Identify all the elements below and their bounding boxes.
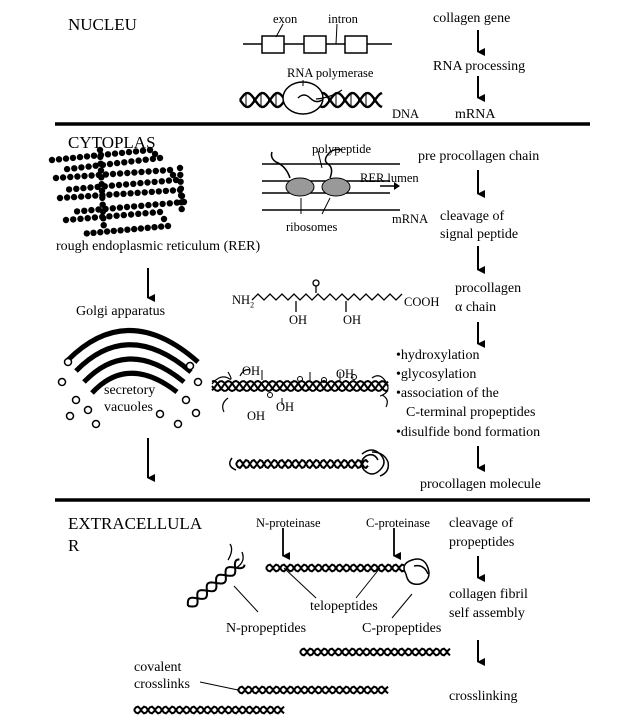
- step-cleavage-propeptides-2: propeptides: [449, 535, 515, 550]
- processed-collagen-molecules: [186, 543, 430, 619]
- bullet-c-terminal: C-terminal propeptides: [406, 405, 536, 420]
- bullet-association: •association of the: [396, 386, 499, 401]
- secretory-vacuole-dots: [57, 357, 203, 429]
- section-label-nucleus: NUCLEU: [68, 15, 137, 34]
- label-covalent: covalent: [134, 660, 182, 675]
- step-procollagen-2: α chain: [455, 300, 497, 315]
- step-mrna: mRNA: [455, 107, 496, 122]
- procollagen-alpha-chain-structure: [251, 279, 403, 312]
- label-crosslinks: crosslinks: [134, 677, 190, 692]
- label-nh2: NH2: [232, 294, 254, 310]
- label-secretory: secretory: [104, 383, 156, 398]
- label-c-propeptides: C-propeptides: [362, 621, 442, 636]
- step-procollagen-molecule: procollagen molecule: [420, 477, 541, 492]
- label-exon: exon: [273, 12, 298, 26]
- label-rna-polymerase: RNA polymerase: [287, 66, 374, 80]
- step-cleavage-signal-1: cleavage of: [440, 209, 505, 224]
- golgi-stack: [66, 328, 200, 395]
- procollagen-molecule-figure: [229, 449, 390, 477]
- label-oh-5: OH: [276, 400, 295, 414]
- dna-helix-with-rna-polymerase: [239, 80, 383, 115]
- step-pre-procollagen: pre procollagen chain: [418, 149, 540, 164]
- crosslinked-fibrils: [133, 647, 451, 715]
- label-polypeptide: polypeptide: [312, 142, 372, 156]
- label-c-proteinase: C-proteinase: [366, 516, 430, 530]
- label-oh-3: OH: [242, 364, 261, 378]
- step-procollagen-1: procollagen: [455, 281, 522, 296]
- step-crosslinking: crosslinking: [449, 689, 518, 704]
- label-rer: rough endoplasmic reticulum (RER): [56, 239, 261, 254]
- step-cleavage-signal-2: signal peptide: [440, 227, 519, 242]
- nh2-subscript: 2: [250, 300, 255, 310]
- label-cooh: COOH: [404, 295, 440, 309]
- bullet-text: disulfide bond formation: [400, 425, 541, 440]
- nh2-text: NH: [232, 293, 251, 307]
- label-dna: DNA: [392, 107, 420, 121]
- label-oh-1: OH: [289, 313, 308, 327]
- label-golgi: Golgi apparatus: [76, 304, 166, 319]
- triple-helix-assembly: [211, 369, 389, 413]
- section-label-extracellular-1: EXTRACELLULA: [68, 514, 203, 533]
- rer-lumen-with-ribosomes: [262, 148, 400, 215]
- label-n-propeptides: N-propeptides: [226, 621, 307, 636]
- section-label-extracellular-2: R: [68, 536, 80, 555]
- label-intron: intron: [328, 12, 358, 26]
- gene-exon-intron-diagram: [243, 23, 392, 54]
- bullet-text: glycosylation: [400, 367, 477, 382]
- label-telopeptides: telopeptides: [310, 599, 378, 614]
- label-oh-4: OH: [336, 367, 355, 381]
- step-cleavage-propeptides-1: cleavage of: [449, 516, 514, 531]
- label-oh-2: OH: [343, 313, 362, 327]
- bullet-text: hydroxylation: [400, 348, 480, 363]
- bullet-glycosylation: •glycosylation: [396, 367, 477, 382]
- step-collagen-gene: collagen gene: [433, 11, 511, 26]
- step-fibril-1: collagen fibril: [449, 587, 528, 602]
- label-rer-lumen: RER lumen: [360, 171, 419, 185]
- rer-beaded-membrane: [48, 146, 188, 237]
- label-n-proteinase: N-proteinase: [256, 516, 321, 530]
- bullet-text: association of the: [400, 386, 499, 401]
- section-label-cytoplasm: CYTOPLAS: [68, 133, 156, 152]
- step-rna-processing: RNA processing: [433, 59, 526, 74]
- step-fibril-2: self assembly: [449, 606, 525, 621]
- label-mrna-rer: mRNA: [392, 212, 429, 226]
- label-vacuoles: vacuoles: [104, 400, 153, 415]
- bullet-disulfide: •disulfide bond formation: [396, 425, 541, 440]
- bullet-hydroxylation: •hydroxylation: [396, 348, 480, 363]
- label-oh-6: OH: [247, 409, 266, 423]
- label-ribosomes: ribosomes: [286, 220, 338, 234]
